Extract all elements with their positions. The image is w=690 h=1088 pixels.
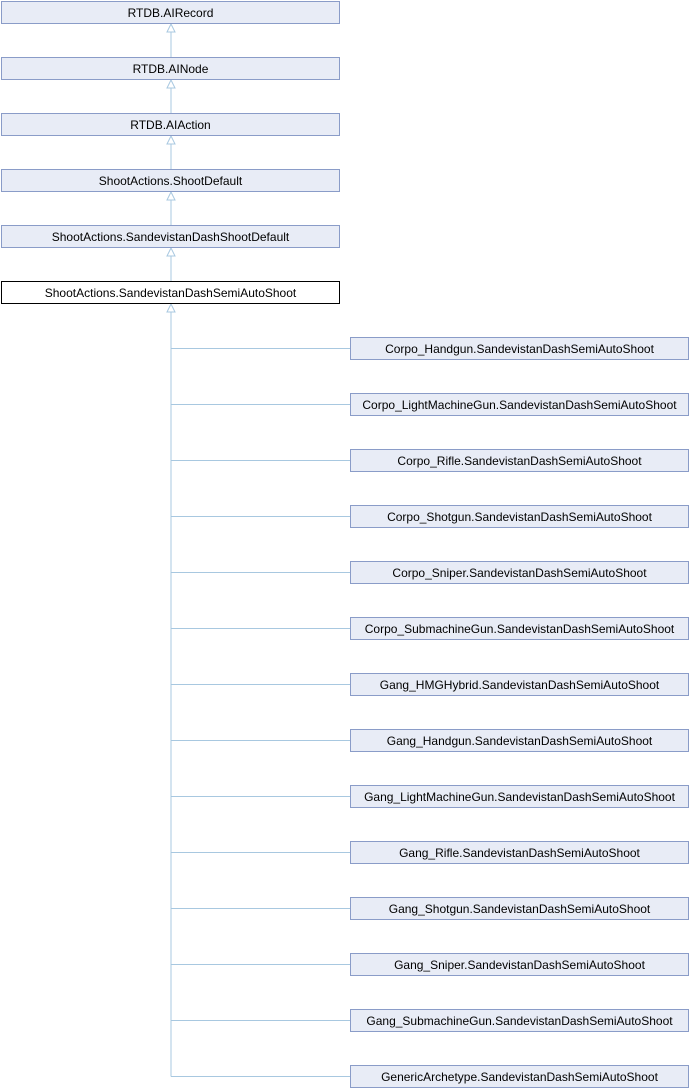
class-node-label: Corpo_Sniper.SandevistanDashSemiAutoShoo…: [392, 566, 647, 580]
class-node-label: Gang_Rifle.SandevistanDashSemiAutoShoot: [399, 846, 640, 860]
class-node-corpo-lightmachinegun-sandevistandashsemiautoshoot[interactable]: Corpo_LightMachineGun.SandevistanDashSem…: [350, 393, 689, 416]
class-node-label: ShootActions.SandevistanDashSemiAutoShoo…: [45, 286, 297, 300]
class-node-box: [350, 1009, 689, 1032]
inheritance-arrow-icon: [166, 22, 176, 33]
class-node-label: Corpo_Shotgun.SandevistanDashSemiAutoSho…: [387, 510, 653, 524]
class-node-gang-sniper-sandevistandashsemiautoshoot[interactable]: Gang_Sniper.SandevistanDashSemiAutoShoot: [350, 953, 689, 976]
class-node-corpo-shotgun-sandevistandashsemiautoshoot[interactable]: Corpo_Shotgun.SandevistanDashSemiAutoSho…: [350, 505, 689, 528]
class-node-label: Corpo_LightMachineGun.SandevistanDashSem…: [362, 398, 677, 412]
class-node-rtdb-ainode[interactable]: RTDB.AINode: [1, 57, 340, 80]
class-node-label: Corpo_SubmachineGun.SandevistanDashSemiA…: [365, 622, 675, 636]
class-node-label: ShootActions.ShootDefault: [99, 174, 243, 188]
class-node-label: RTDB.AIRecord: [128, 6, 214, 20]
class-node-gang-shotgun-sandevistandashsemiautoshoot[interactable]: Gang_Shotgun.SandevistanDashSemiAutoShoo…: [350, 897, 689, 920]
class-node-label: Gang_SubmachineGun.SandevistanDashSemiAu…: [366, 1014, 673, 1028]
class-node-box: [1, 1, 340, 24]
class-node-label: GenericArchetype.SandevistanDashSemiAuto…: [381, 1070, 658, 1084]
class-node-box: [1, 281, 340, 304]
class-node-box: [350, 505, 689, 528]
class-node-corpo-rifle-sandevistandashsemiautoshoot[interactable]: Corpo_Rifle.SandevistanDashSemiAutoShoot: [350, 449, 689, 472]
class-node-shootactions-shootdefault[interactable]: ShootActions.ShootDefault: [1, 169, 340, 192]
class-node-box: [1, 113, 340, 136]
class-node-label: RTDB.AINode: [133, 62, 209, 76]
class-node-label: Gang_HMGHybrid.SandevistanDashSemiAutoSh…: [380, 678, 660, 692]
class-node-label: Corpo_Rifle.SandevistanDashSemiAutoShoot: [397, 454, 642, 468]
class-node-box: [350, 561, 689, 584]
class-node-label: RTDB.AIAction: [130, 118, 210, 132]
inheritance-arrow-icon: [166, 134, 176, 145]
class-node-box: [1, 169, 340, 192]
class-node-gang-handgun-sandevistandashsemiautoshoot[interactable]: Gang_Handgun.SandevistanDashSemiAutoShoo…: [350, 729, 689, 752]
class-node-label: Gang_LightMachineGun.SandevistanDashSemi…: [364, 790, 676, 804]
class-node-label: Gang_Sniper.SandevistanDashSemiAutoShoot: [394, 958, 646, 972]
class-node-corpo-submachinegun-sandevistandashsemiautoshoot[interactable]: Corpo_SubmachineGun.SandevistanDashSemiA…: [350, 617, 689, 640]
class-node-label: Gang_Shotgun.SandevistanDashSemiAutoShoo…: [389, 902, 651, 916]
class-node-corpo-handgun-sandevistandashsemiautoshoot[interactable]: Corpo_Handgun.SandevistanDashSemiAutoSho…: [350, 337, 689, 360]
class-node-rtdb-airecord[interactable]: RTDB.AIRecord: [1, 1, 340, 24]
class-node-box: [1, 225, 340, 248]
class-node-box: [350, 897, 689, 920]
class-node-box: [350, 841, 689, 864]
class-node-shootactions-sandevistandashsemiautoshoot[interactable]: ShootActions.SandevistanDashSemiAutoShoo…: [1, 281, 340, 304]
class-node-gang-submachinegun-sandevistandashsemiautoshoot[interactable]: Gang_SubmachineGun.SandevistanDashSemiAu…: [350, 1009, 689, 1032]
class-node-box: [1, 57, 340, 80]
inheritance-arrow-icon: [166, 302, 176, 313]
class-node-box: [350, 617, 689, 640]
class-node-shootactions-sandevistandashshootdefault[interactable]: ShootActions.SandevistanDashShootDefault: [1, 225, 340, 248]
diagram-edges: [166, 22, 350, 1077]
inheritance-arrow-icon: [166, 78, 176, 89]
class-node-gang-hmghybrid-sandevistandashsemiautoshoot[interactable]: Gang_HMGHybrid.SandevistanDashSemiAutoSh…: [350, 673, 689, 696]
class-node-box: [350, 953, 689, 976]
class-node-box: [350, 785, 689, 808]
class-node-box: [350, 729, 689, 752]
class-node-label: Gang_Handgun.SandevistanDashSemiAutoShoo…: [387, 734, 653, 748]
inheritance-arrow-icon: [166, 190, 176, 201]
class-node-rtdb-aiaction[interactable]: RTDB.AIAction: [1, 113, 340, 136]
class-node-box: [350, 673, 689, 696]
class-node-gang-rifle-sandevistandashsemiautoshoot[interactable]: Gang_Rifle.SandevistanDashSemiAutoShoot: [350, 841, 689, 864]
class-node-box: [350, 337, 689, 360]
class-node-gang-lightmachinegun-sandevistandashsemiautoshoot[interactable]: Gang_LightMachineGun.SandevistanDashSemi…: [350, 785, 689, 808]
class-node-corpo-sniper-sandevistandashsemiautoshoot[interactable]: Corpo_Sniper.SandevistanDashSemiAutoShoo…: [350, 561, 689, 584]
inheritance-arrow-icon: [166, 246, 176, 257]
class-node-box: [350, 449, 689, 472]
class-node-genericarchetype-sandevistandashsemiautoshoot[interactable]: GenericArchetype.SandevistanDashSemiAuto…: [350, 1065, 689, 1088]
class-node-box: [350, 393, 689, 416]
class-node-label: Corpo_Handgun.SandevistanDashSemiAutoSho…: [385, 342, 655, 356]
class-node-label: ShootActions.SandevistanDashShootDefault: [52, 230, 290, 244]
